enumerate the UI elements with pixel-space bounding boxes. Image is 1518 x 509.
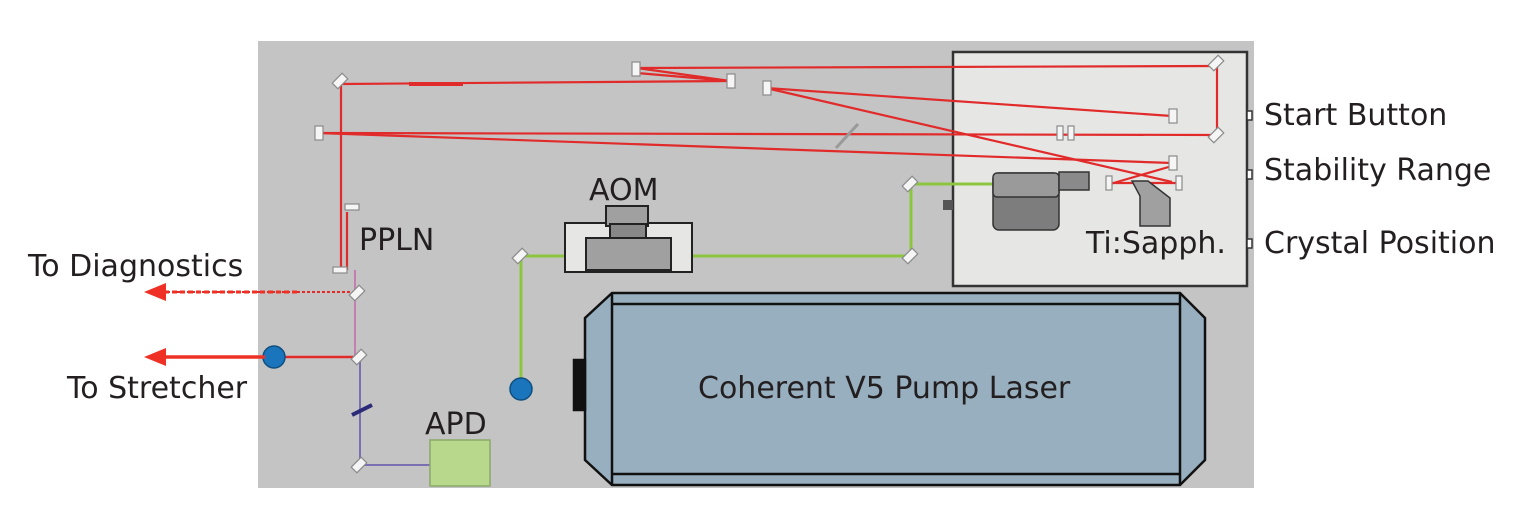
apd-label: APD [425, 407, 487, 442]
pump-fiber-port [509, 377, 533, 401]
aom-label: AOM [589, 173, 659, 208]
ti-sapph-label: Ti:Sapph. [1085, 226, 1226, 261]
branch-mirrors [348, 284, 368, 474]
apd-detector [429, 439, 491, 487]
ti-sapph-cavity-box [951, 50, 1249, 288]
crystal-position-label: Crystal Position [1264, 226, 1496, 261]
cavity-side-tab-3 [1246, 238, 1253, 249]
to-diagnostics-label: To Diagnostics [27, 249, 243, 284]
crystal-mount [992, 171, 1090, 231]
pump-laser-label: Coherent V5 Pump Laser [698, 371, 1071, 406]
cavity-side-tab-1 [1246, 110, 1253, 121]
pump-mirrors [511, 175, 919, 265]
diagnostics-arrow-head [144, 283, 166, 301]
stretcher-arrow-head [144, 348, 166, 366]
cavity-mirrors [314, 54, 1225, 274]
stability-range-label: Stability Range [1264, 153, 1491, 188]
beam-splitter [834, 122, 860, 150]
ppln-label: PPLN [359, 223, 434, 258]
to-stretcher-label: To Stretcher [66, 371, 248, 406]
aom-device [564, 205, 693, 273]
stretcher-fiber-port [262, 345, 286, 369]
start-button-label: Start Button [1264, 98, 1447, 133]
cavity-input-port [943, 200, 953, 210]
ti-sapph-crystal-icon [1130, 180, 1171, 227]
output-arrows [144, 283, 300, 366]
cavity-side-tab-2 [1246, 169, 1253, 180]
detector-filter [351, 403, 373, 417]
pump-laser-body [572, 291, 1207, 487]
red-oscillator-beams [317, 64, 1219, 270]
